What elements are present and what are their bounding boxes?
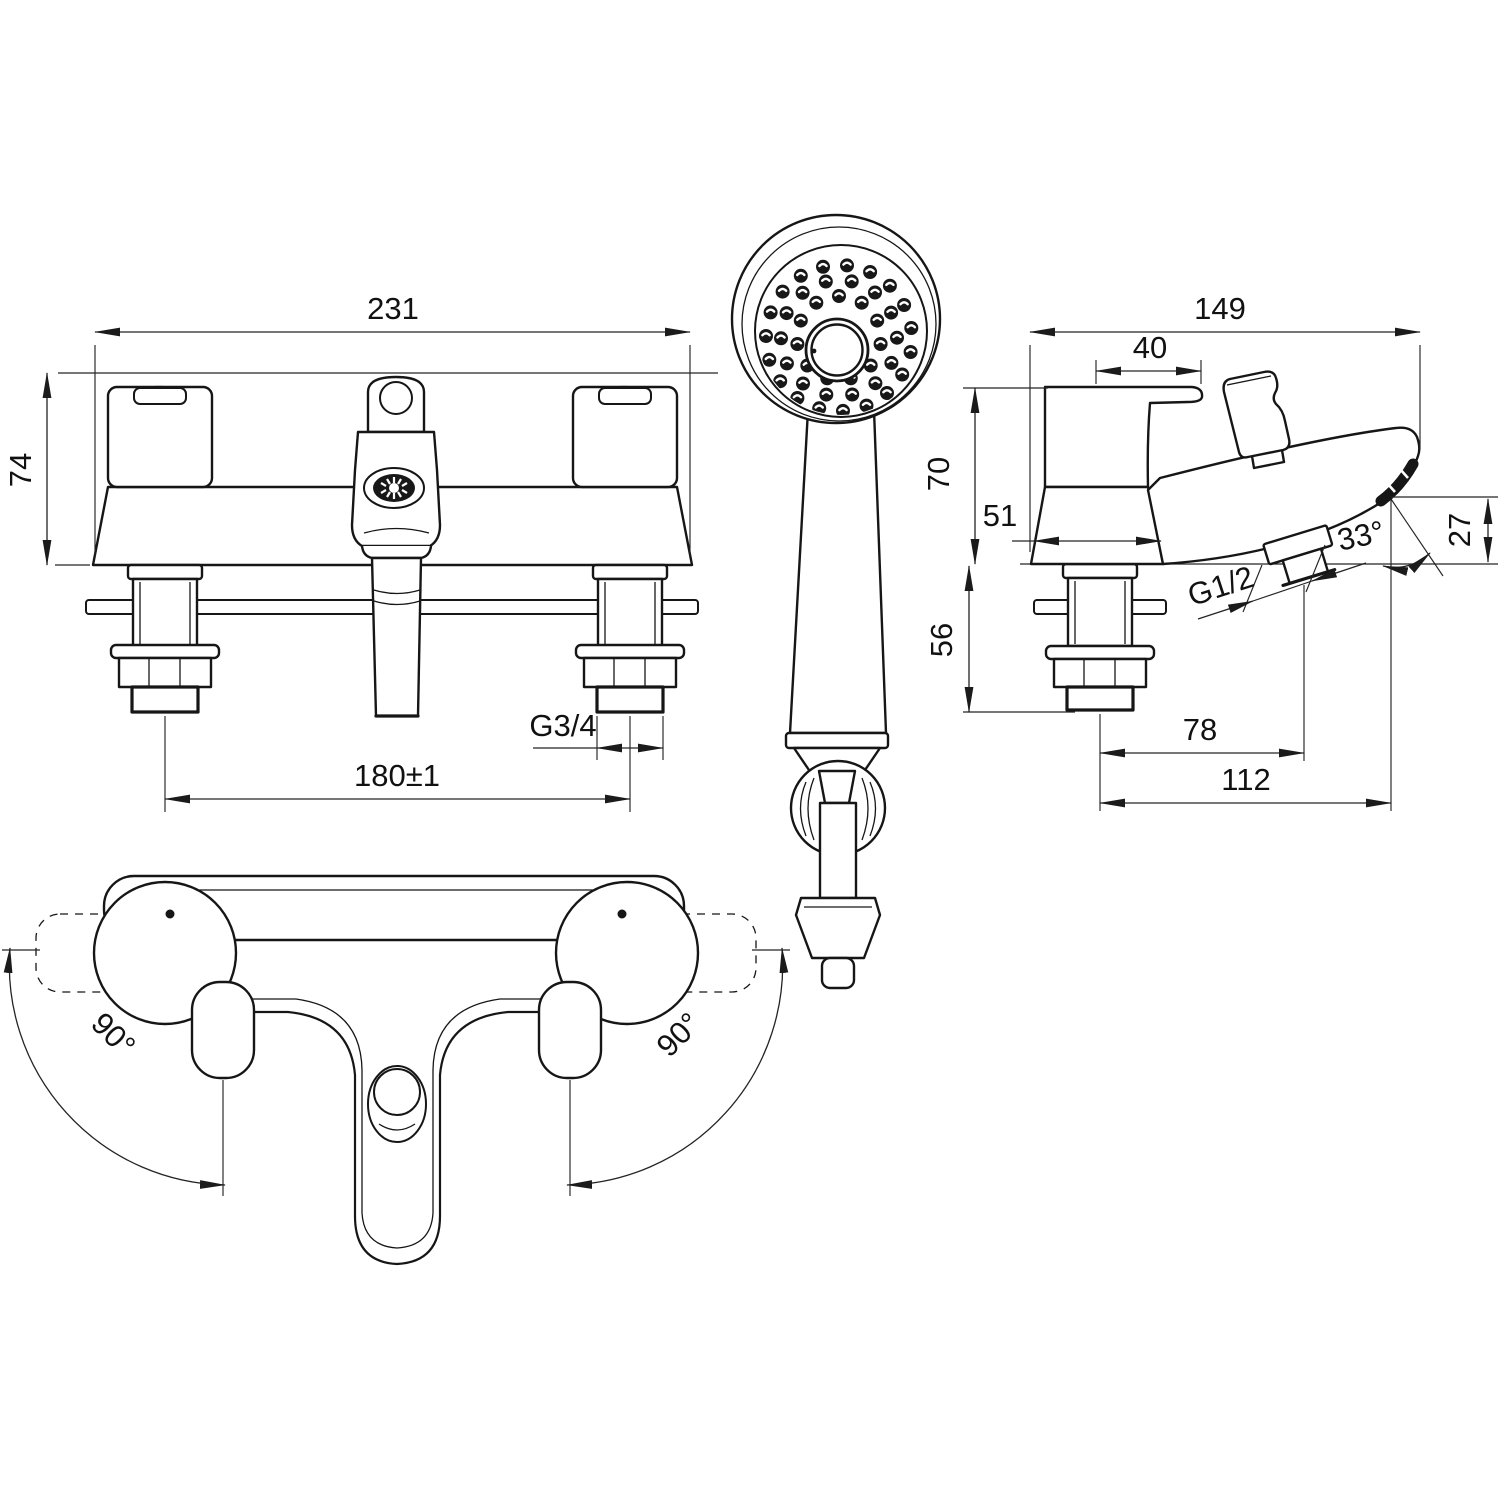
dim-side-spout-reach: 112 — [1099, 499, 1392, 811]
side-shank — [1044, 562, 1156, 712]
front-width-label: 231 — [367, 291, 419, 326]
side-under-deck-label: 56 — [924, 623, 959, 657]
front-left-leg — [109, 563, 221, 714]
shower-hose-connector — [794, 896, 882, 990]
side-tip-height-label: 27 — [1442, 513, 1477, 547]
side-depth-label: 149 — [1194, 291, 1246, 326]
front-height-label: 74 — [3, 453, 38, 487]
dim-side-base-width: 51 — [983, 498, 1162, 546]
side-height-label: 70 — [921, 457, 956, 491]
side-outlet-offset-label: 78 — [1183, 712, 1217, 747]
front-right-leg — [574, 563, 686, 714]
dim-side-height: 70 — [921, 387, 1048, 565]
dim-side-tip-height: 27 — [1391, 496, 1498, 563]
front-inlet-thread-label: G3/4 — [529, 708, 596, 743]
shower-wall-bracket — [789, 759, 887, 900]
dim-side-outlet-offset: 78 — [1099, 585, 1305, 811]
side-view: 149 40 70 51 56 27 — [921, 291, 1498, 811]
shower-center-boss — [804, 317, 870, 383]
shower-head — [730, 213, 942, 425]
dim-front-width: 231 — [94, 291, 691, 556]
dim-front-height: 74 — [3, 372, 718, 566]
front-view: 231 74 G3/4 180±1 — [3, 291, 718, 812]
shower-handle — [788, 408, 888, 735]
plan-spout — [234, 998, 558, 1266]
front-diverter-column — [350, 375, 442, 718]
side-spout-reach-label: 112 — [1221, 762, 1270, 797]
plan-view: 90° 90° — [2, 874, 790, 1266]
dim-side-lever: 40 — [1095, 330, 1202, 384]
front-left-handle — [106, 385, 214, 489]
plan-body — [102, 874, 686, 942]
dim-front-inlet-spacing: 180±1 — [164, 716, 631, 812]
diverter-starburst — [380, 477, 408, 499]
side-diverter-knob — [1222, 370, 1291, 470]
dim-side-depth: 149 — [1029, 291, 1421, 552]
front-inlet-spacing-label: 180±1 — [354, 758, 440, 793]
spout-aerator — [1375, 458, 1419, 507]
side-lever-label: 40 — [1133, 330, 1167, 365]
front-right-handle — [571, 385, 679, 489]
dim-side-under-deck: 56 — [924, 565, 1075, 713]
handshower-view — [730, 213, 942, 990]
side-base-width-label: 51 — [983, 498, 1017, 533]
dim-front-inlet-thread: G3/4 — [529, 708, 664, 760]
dim-side-spout-angle: 33° — [1334, 498, 1444, 577]
